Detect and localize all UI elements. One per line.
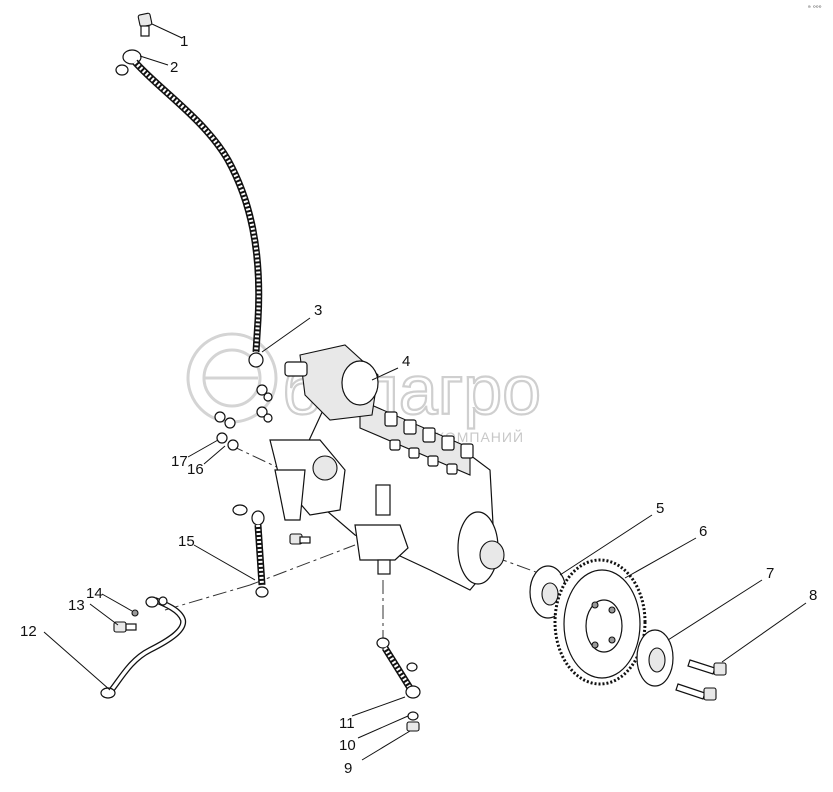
- callout-4: 4: [402, 353, 410, 370]
- corner-mark: ᵃ ᵒᵒᵒ: [808, 4, 822, 12]
- bolts-8: [675, 659, 727, 701]
- callout-10: 10: [339, 737, 356, 754]
- callout-7: 7: [766, 565, 774, 582]
- plate-7: [636, 629, 674, 687]
- oil-pipe-12: [100, 596, 187, 699]
- callout-2: 2: [170, 59, 178, 76]
- callout-17: 17: [171, 453, 188, 470]
- leader-lines: [43, 23, 807, 761]
- return-line-15: [232, 504, 311, 598]
- drain-line-11: [376, 637, 421, 732]
- callout-9: 9: [344, 760, 352, 777]
- gear-6: [553, 558, 647, 686]
- callout-16: 16: [187, 461, 204, 478]
- callout-8: 8: [809, 587, 817, 604]
- banjo-bolt-top: [115, 12, 153, 76]
- outlet-row: [384, 411, 474, 475]
- callout-5: 5: [656, 500, 664, 517]
- callout-14: 14: [86, 585, 103, 602]
- callout-6: 6: [699, 523, 707, 540]
- callout-15: 15: [178, 533, 195, 550]
- callout-labels: 1 2 3 4 5 6 7 8 9 10 11 12 13 14 15 16 1…: [20, 33, 817, 777]
- callout-1: 1: [180, 33, 188, 50]
- fuel-injection-pump: [269, 344, 505, 591]
- fittings-left: [214, 384, 273, 451]
- callout-11: 11: [339, 715, 355, 732]
- callout-13: 13: [68, 597, 85, 614]
- callout-12: 12: [20, 623, 37, 640]
- braided-pipe: [132, 59, 264, 368]
- callout-3: 3: [314, 302, 322, 319]
